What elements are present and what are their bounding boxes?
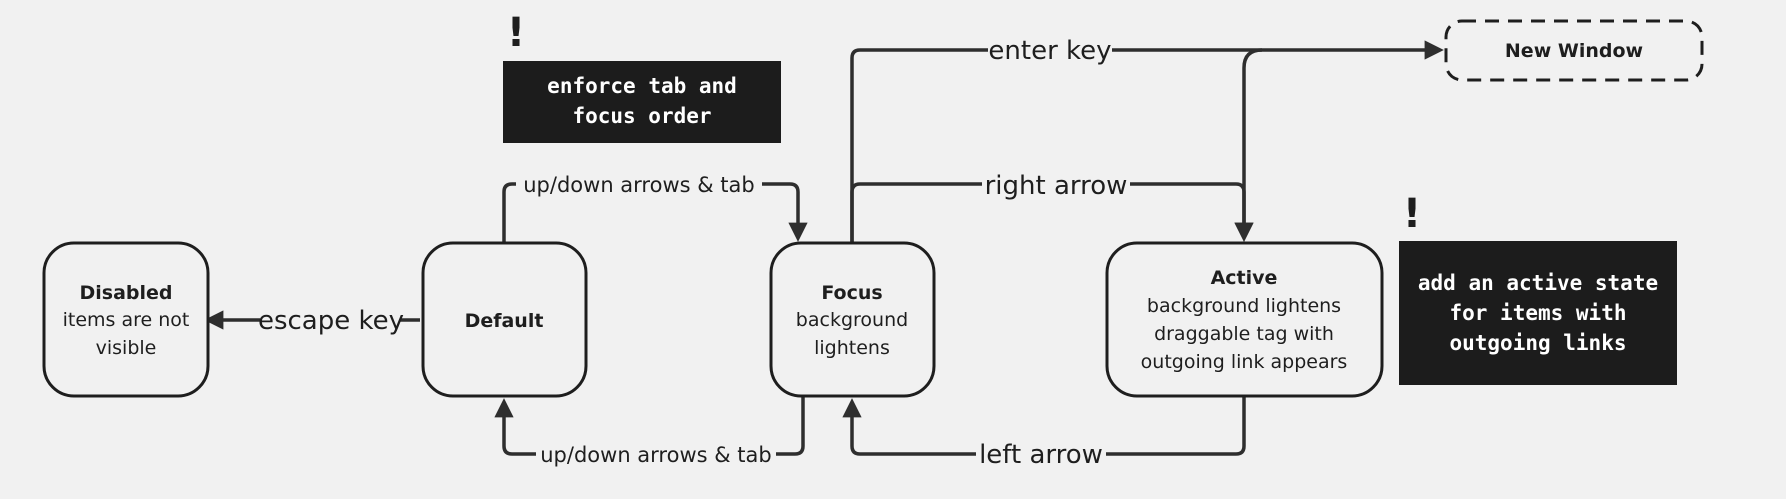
state-disabled-desc-line-2: visible [96,337,157,359]
state-disabled-title: Disabled [79,282,172,304]
note-active-state [1399,241,1677,385]
edge-enter-key [850,40,1444,242]
edge-label-bg [260,302,400,338]
edge-label-bg [976,436,1106,472]
edge-enter-key-to-active [1234,48,1263,242]
edge-label-bg [982,166,1130,202]
state-disabled-desc-line-1: items are not [63,309,190,331]
edge-label-bg [536,440,776,470]
state-focus [769,241,936,398]
state-focus-title: Focus [821,282,882,304]
edge-label-up-down-top: up/down arrows & tab [523,173,754,197]
state-focus-desc-line-2: lightens [814,337,890,359]
edge-label-up-down-bottom: up/down arrows & tab [540,443,771,467]
note-active-state-line-3: outgoing links [1449,331,1626,355]
edge-label-enter-key: enter key [988,36,1111,66]
note-tab-order-mark: ! [507,10,525,56]
edge-label-bg [516,170,762,200]
note-active-state-line-2: for items with [1449,301,1626,325]
state-active [1105,241,1384,398]
note-active-state-mark: ! [1403,191,1421,237]
state-active-desc-line-1: background lightens [1147,295,1341,317]
edge-label-escape-key: escape key [258,306,404,336]
state-default [421,241,588,398]
edge-label-right-arrow: right arrow [985,171,1128,201]
edge-label-bg [988,32,1112,68]
state-new-window-title: New Window [1505,40,1643,62]
state-active-title: Active [1211,267,1278,289]
state-new-window [1444,19,1704,82]
note-active-state-line-1: add an active state [1418,271,1658,295]
state-focus-desc-line-1: background [796,309,908,331]
note-tab-order-line-1: enforce tab and [547,74,737,98]
state-disabled [42,241,210,398]
state-default-title: Default [465,310,544,332]
state-active-desc-line-3: outgoing link appears [1141,351,1348,373]
edge-label-left-arrow: left arrow [979,440,1103,470]
state-active-desc-line-2: draggable tag with [1154,323,1334,345]
note-tab-order [503,61,781,143]
note-tab-order-line-2: focus order [572,104,711,128]
